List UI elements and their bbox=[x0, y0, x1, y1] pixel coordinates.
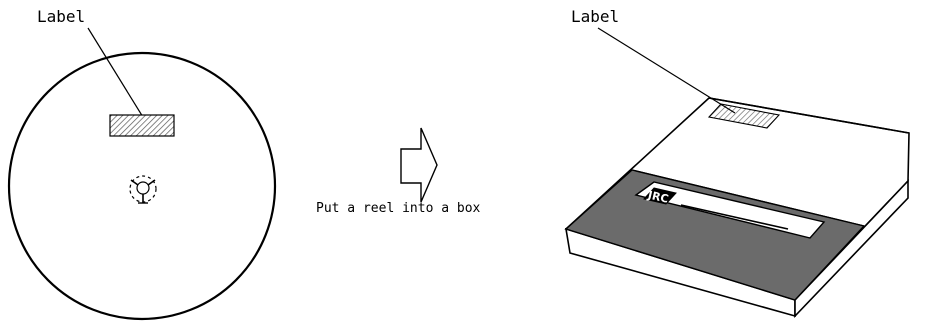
reel bbox=[7, 27, 277, 321]
reel-hub bbox=[129, 175, 157, 204]
reel-box: JRC bbox=[564, 27, 910, 318]
jrc-logo-badge bbox=[643, 187, 677, 205]
arrow-caption: Put a reel into a box bbox=[316, 201, 481, 216]
box-inner-label bbox=[634, 181, 826, 239]
reel-label-text: Label bbox=[37, 7, 86, 26]
box-right-face bbox=[794, 178, 909, 318]
box-label-text: Label bbox=[571, 7, 620, 26]
box-label-patch bbox=[707, 103, 781, 129]
box-dark-band bbox=[564, 169, 866, 301]
jrc-logo-text: JRC bbox=[646, 188, 670, 206]
reel-label-leader bbox=[87, 27, 147, 123]
box-label-leader bbox=[597, 27, 736, 114]
reel-label-patch bbox=[109, 114, 175, 137]
right-arrow-icon bbox=[400, 127, 438, 203]
reel-disc bbox=[7, 51, 277, 321]
